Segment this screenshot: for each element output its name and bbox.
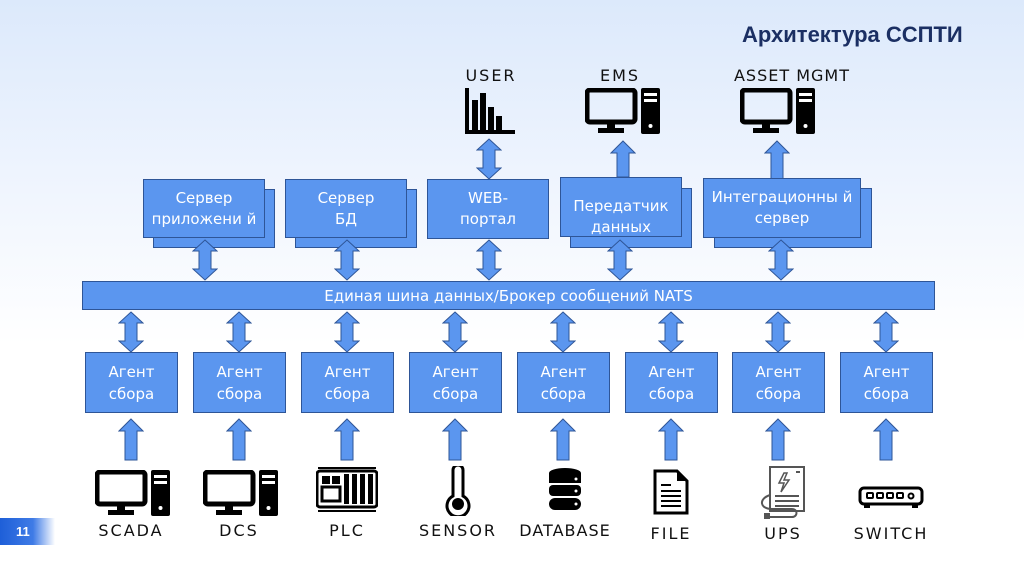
double-arrow-bus-agent <box>550 311 576 353</box>
source-label: SENSOR <box>418 521 498 540</box>
agent-label-line1: Агент <box>863 362 910 381</box>
double-arrow-transmitter-bus <box>607 239 633 281</box>
server-label-app: Сервер приложени й <box>151 188 257 228</box>
page-number: 11 <box>0 518 55 545</box>
ups-icon <box>758 465 808 525</box>
bar-chart-icon <box>465 88 515 134</box>
source-label: PLC <box>329 521 365 540</box>
server-label-web-portal: WEB- портал <box>459 189 517 228</box>
up-arrow-source-agent <box>442 418 468 461</box>
thermometer-icon <box>444 463 472 520</box>
source-label: DATABASE <box>519 521 611 540</box>
up-arrow-source-agent <box>550 418 576 461</box>
agent-label-line2: сбора <box>324 384 371 403</box>
top-system-label-ems: EMS <box>599 66 641 85</box>
double-arrow-bus-agent <box>226 311 252 353</box>
server-box-db: Сервер БД <box>285 179 407 238</box>
agent-box: Агент сбора <box>840 352 933 413</box>
computer-icon <box>740 88 815 134</box>
double-arrow-web-bus <box>476 239 502 281</box>
data-bus: Единая шина данных/Брокер сообщений NATS <box>82 281 935 310</box>
agent-label-line1: Агент <box>540 362 587 381</box>
double-arrow-web-user <box>476 138 502 180</box>
database-icon <box>548 467 582 517</box>
agent-label-line1: Агент <box>648 362 695 381</box>
top-system-label-asset-mgmt: ASSET MGMT <box>733 66 850 85</box>
source-label: SWITCH <box>853 524 929 543</box>
source-label: FILE <box>650 524 692 543</box>
plc-icon <box>315 467 379 517</box>
source-label: UPS <box>764 524 802 543</box>
agent-label-line2: сбора <box>108 384 155 403</box>
computer-icon <box>585 88 660 134</box>
server-box-data-transmitter: Передатчик данных <box>560 177 682 237</box>
server-box-integration: Интеграционны й сервер <box>703 178 861 238</box>
computer-icon <box>94 469 171 522</box>
server-box-app: Сервер приложени й <box>143 179 265 238</box>
agent-box: Агент сбора <box>193 352 286 413</box>
source-label: DCS <box>219 521 259 540</box>
double-arrow-integration-bus <box>768 239 794 281</box>
server-label-data-transmitter: Передатчик данных <box>573 197 669 236</box>
up-arrow-source-agent <box>873 418 899 461</box>
slide-title: Архитектура ССПТИ <box>742 22 963 47</box>
file-icon <box>653 469 689 519</box>
up-arrow-asset-mgmt <box>764 140 790 180</box>
double-arrow-bus-agent <box>765 311 791 353</box>
up-arrow-source-agent <box>765 418 791 461</box>
double-arrow-db-bus <box>334 239 360 281</box>
agent-label-line2: сбора <box>540 384 587 403</box>
data-bus-label: Единая шина данных/Брокер сообщений NATS <box>324 286 693 305</box>
agent-box: Агент сбора <box>517 352 610 413</box>
agent-box: Агент сбора <box>625 352 718 413</box>
agent-label-line1: Агент <box>108 362 155 381</box>
agent-box: Агент сбора <box>732 352 825 413</box>
double-arrow-bus-agent <box>442 311 468 353</box>
agent-label-line1: Агент <box>755 362 802 381</box>
up-arrow-source-agent <box>118 418 144 461</box>
agent-label-line1: Агент <box>216 362 263 381</box>
double-arrow-app-bus <box>192 239 218 281</box>
up-arrow-source-agent <box>334 418 360 461</box>
double-arrow-bus-agent <box>118 311 144 353</box>
agent-label-line2: сбора <box>432 384 479 403</box>
top-system-label-user: USER <box>465 66 517 85</box>
agent-box: Агент сбора <box>301 352 394 413</box>
agent-label-line2: сбора <box>755 384 802 403</box>
agent-box: Агент сбора <box>409 352 502 413</box>
source-label: SCADA <box>98 521 164 540</box>
up-arrow-source-agent <box>658 418 684 461</box>
server-box-web-portal: WEB- портал <box>427 179 549 239</box>
agent-label-line2: сбора <box>216 384 263 403</box>
up-arrow-source-agent <box>226 418 252 461</box>
double-arrow-bus-agent <box>873 311 899 353</box>
server-label-db: Сервер БД <box>317 188 375 228</box>
double-arrow-bus-agent <box>334 311 360 353</box>
agent-label-line1: Агент <box>324 362 371 381</box>
server-label-integration: Интеграционны й сервер <box>711 188 853 227</box>
agent-label-line2: сбора <box>863 384 910 403</box>
agent-label-line1: Агент <box>432 362 479 381</box>
agent-label-line2: сбора <box>648 384 695 403</box>
network-switch-icon <box>858 486 924 514</box>
agent-box: Агент сбора <box>85 352 178 413</box>
up-arrow-ems <box>610 140 636 178</box>
double-arrow-bus-agent <box>658 311 684 353</box>
computer-icon <box>202 469 279 522</box>
